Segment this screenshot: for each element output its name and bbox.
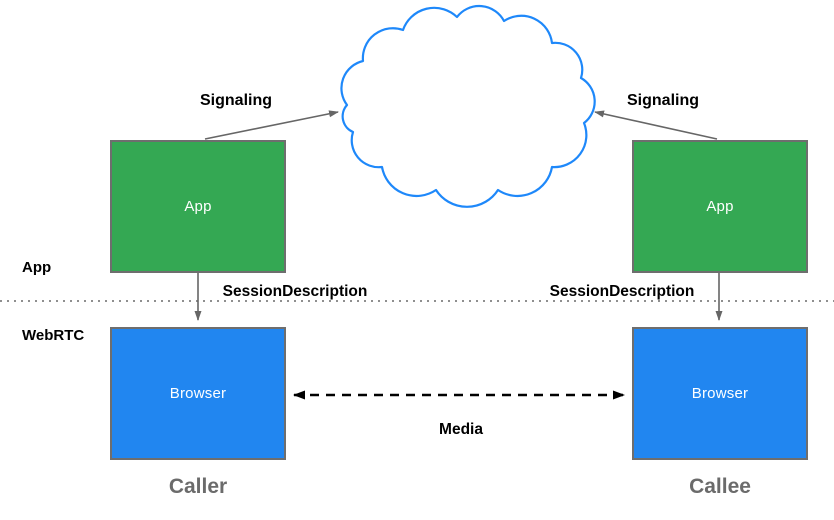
caller-caption: Caller bbox=[168, 475, 228, 498]
session-description-label-right: SessionDescription bbox=[549, 283, 695, 300]
callee-browser-box: Browser bbox=[632, 327, 808, 460]
signaling-label-right: Signaling bbox=[627, 92, 699, 109]
caller-browser-box: Browser bbox=[110, 327, 286, 460]
session-description-label-left: SessionDescription bbox=[222, 283, 368, 300]
lane-label-app: App bbox=[22, 259, 52, 276]
signaling-label-left: Signaling bbox=[200, 92, 272, 109]
caller-browser-label: Browser bbox=[169, 385, 227, 402]
callee-browser-label: Browser bbox=[691, 385, 749, 402]
callee-app-label: App bbox=[706, 198, 734, 215]
callee-caption: Callee bbox=[689, 475, 751, 498]
media-label: Media bbox=[439, 421, 483, 438]
caller-app-box: App bbox=[110, 140, 286, 273]
signaling-arrow-right bbox=[594, 110, 718, 140]
signaling-arrow-left bbox=[204, 110, 339, 140]
signaling-cloud bbox=[340, 4, 596, 208]
caller-app-label: App bbox=[184, 198, 212, 215]
lane-label-webrtc: WebRTC bbox=[22, 327, 85, 344]
callee-app-box: App bbox=[632, 140, 808, 273]
